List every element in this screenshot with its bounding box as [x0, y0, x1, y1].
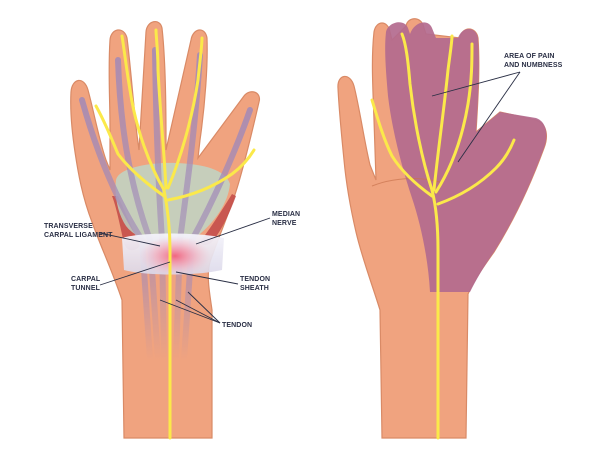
right-leader-lines [431, 71, 521, 163]
right-nerve-branch-middle [432, 34, 454, 192]
nerve-branch-thumb [94, 104, 166, 198]
tendon-middle [152, 47, 167, 363]
right-nerve-branch-thumb [370, 98, 434, 198]
label-tendon-sheath: TENDON SHEATH [240, 276, 272, 292]
hypothenar-muscle [200, 194, 236, 245]
area-of-pain-numbness [385, 22, 547, 293]
label-carpal-tunnel: CARPAL TUNNEL [71, 276, 102, 292]
leader-area-2 [457, 71, 521, 163]
tendon-thumb [79, 97, 153, 363]
nerve-branch-palm [166, 148, 256, 202]
nerve-branch-ring [166, 36, 204, 190]
label-tendon: TENDON [222, 322, 252, 329]
leader-tendon-3 [187, 291, 221, 324]
carpal-tunnel-inflammation [139, 236, 211, 276]
label-transverse-carpal-ligament: TRANSVERSE CARPAL LIGAMENT [44, 223, 113, 239]
left-leader-lines [99, 217, 271, 324]
right-nerve-branch-ring [434, 42, 474, 194]
leader-tendon-2 [175, 299, 221, 324]
median-nerve-right [370, 32, 516, 440]
left-hand-anatomy: TRANSVERSE CARPAL LIGAMENT MEDIAN NERVE … [44, 21, 302, 440]
nerve-branch-middle [154, 28, 168, 190]
leader-ligament [99, 232, 161, 247]
right-nerve-branch-palm [436, 138, 516, 206]
label-median-nerve: MEDIAN NERVE [272, 211, 302, 227]
median-nerve [94, 28, 256, 440]
right-hand-symptoms: AREA OF PAIN AND NUMBNESS [337, 18, 563, 440]
leader-carpal-tunnel [99, 261, 171, 286]
label-area-of-pain: AREA OF PAIN AND NUMBNESS [504, 53, 563, 69]
nerve-branch-index [120, 34, 166, 192]
tendon-index [115, 57, 161, 363]
leader-tendon-1 [159, 299, 221, 324]
right-nerve-branch-index [400, 32, 434, 192]
leader-tendon-sheath [175, 271, 239, 285]
leader-area-1 [431, 71, 521, 97]
leader-median-nerve [195, 217, 271, 245]
